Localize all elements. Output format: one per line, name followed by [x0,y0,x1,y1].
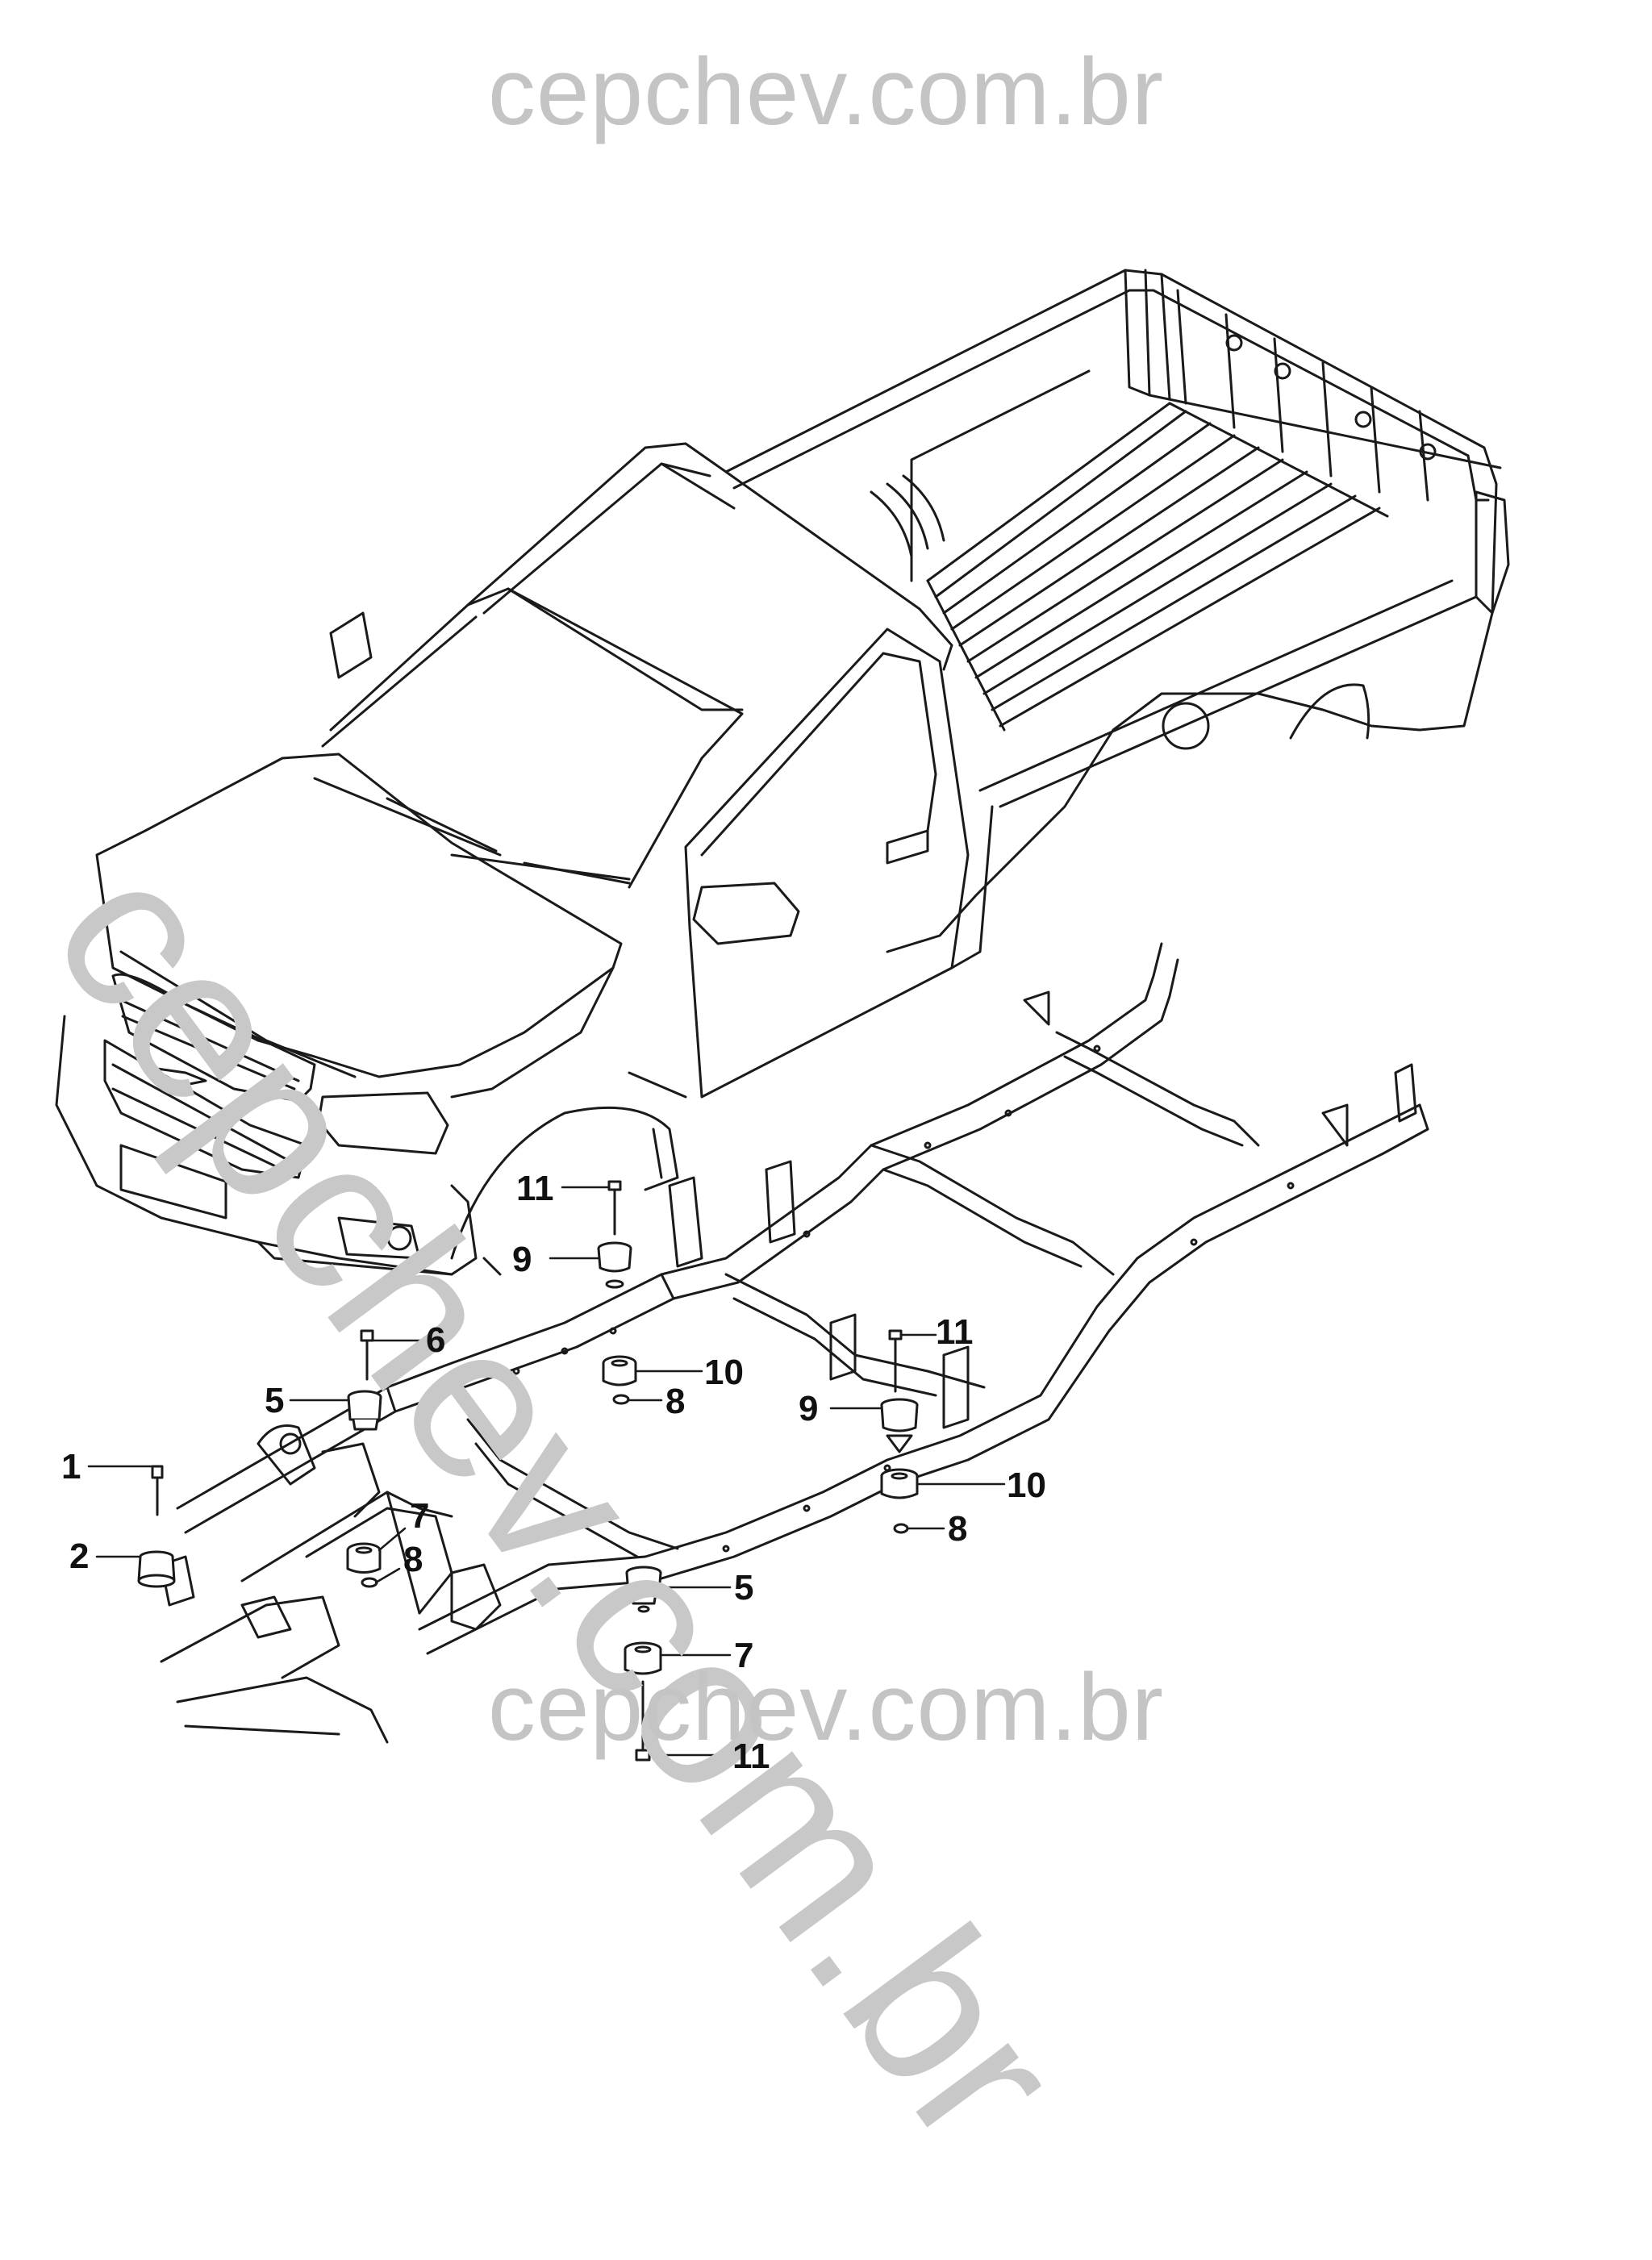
exploded-parts-diagram [55,269,1510,1762]
chassis-frame-illustration [160,942,1429,1744]
callout-11-top: 11 [516,1169,554,1208]
mount-5-part-left [347,1390,382,1431]
callout-9-right: 9 [799,1389,819,1428]
mount-2-part [137,1550,176,1588]
bolt-1-part [151,1465,164,1516]
mount-7-part-bottom [624,1641,662,1762]
watermark-top: cepchev.com.br [487,39,1165,145]
callout-11-bottom: 11 [732,1737,770,1776]
callout-7-bottom: 7 [734,1636,754,1675]
mount-5-part-right [625,1566,662,1613]
mount-10-part-mid [602,1355,637,1405]
callout-5-right: 5 [734,1568,754,1607]
leader-lines [87,1186,1006,1757]
callout-10-right: 10 [1007,1466,1046,1505]
callout-10-mid: 10 [704,1353,744,1392]
callout-6: 6 [426,1320,446,1360]
bolt-6-part [360,1329,374,1381]
mount-9-part-right [880,1329,919,1453]
callout-8-right: 8 [948,1509,968,1549]
pickup-body-illustration [55,269,1510,1276]
callout-8-mid: 8 [665,1382,686,1421]
callout-5-left: 5 [265,1381,285,1420]
mount-9-part-top [597,1180,632,1289]
callout-11-right: 11 [936,1312,974,1352]
callout-9-top: 9 [512,1240,532,1279]
watermark-bottom: cepchev.com.br [487,1654,1165,1761]
callout-2: 2 [69,1537,90,1576]
mount-7-part-left [346,1542,382,1588]
callout-7-left: 7 [410,1496,430,1536]
callout-1: 1 [61,1447,81,1487]
mount-10-part-right [880,1468,919,1534]
callout-8-left: 8 [403,1540,423,1579]
